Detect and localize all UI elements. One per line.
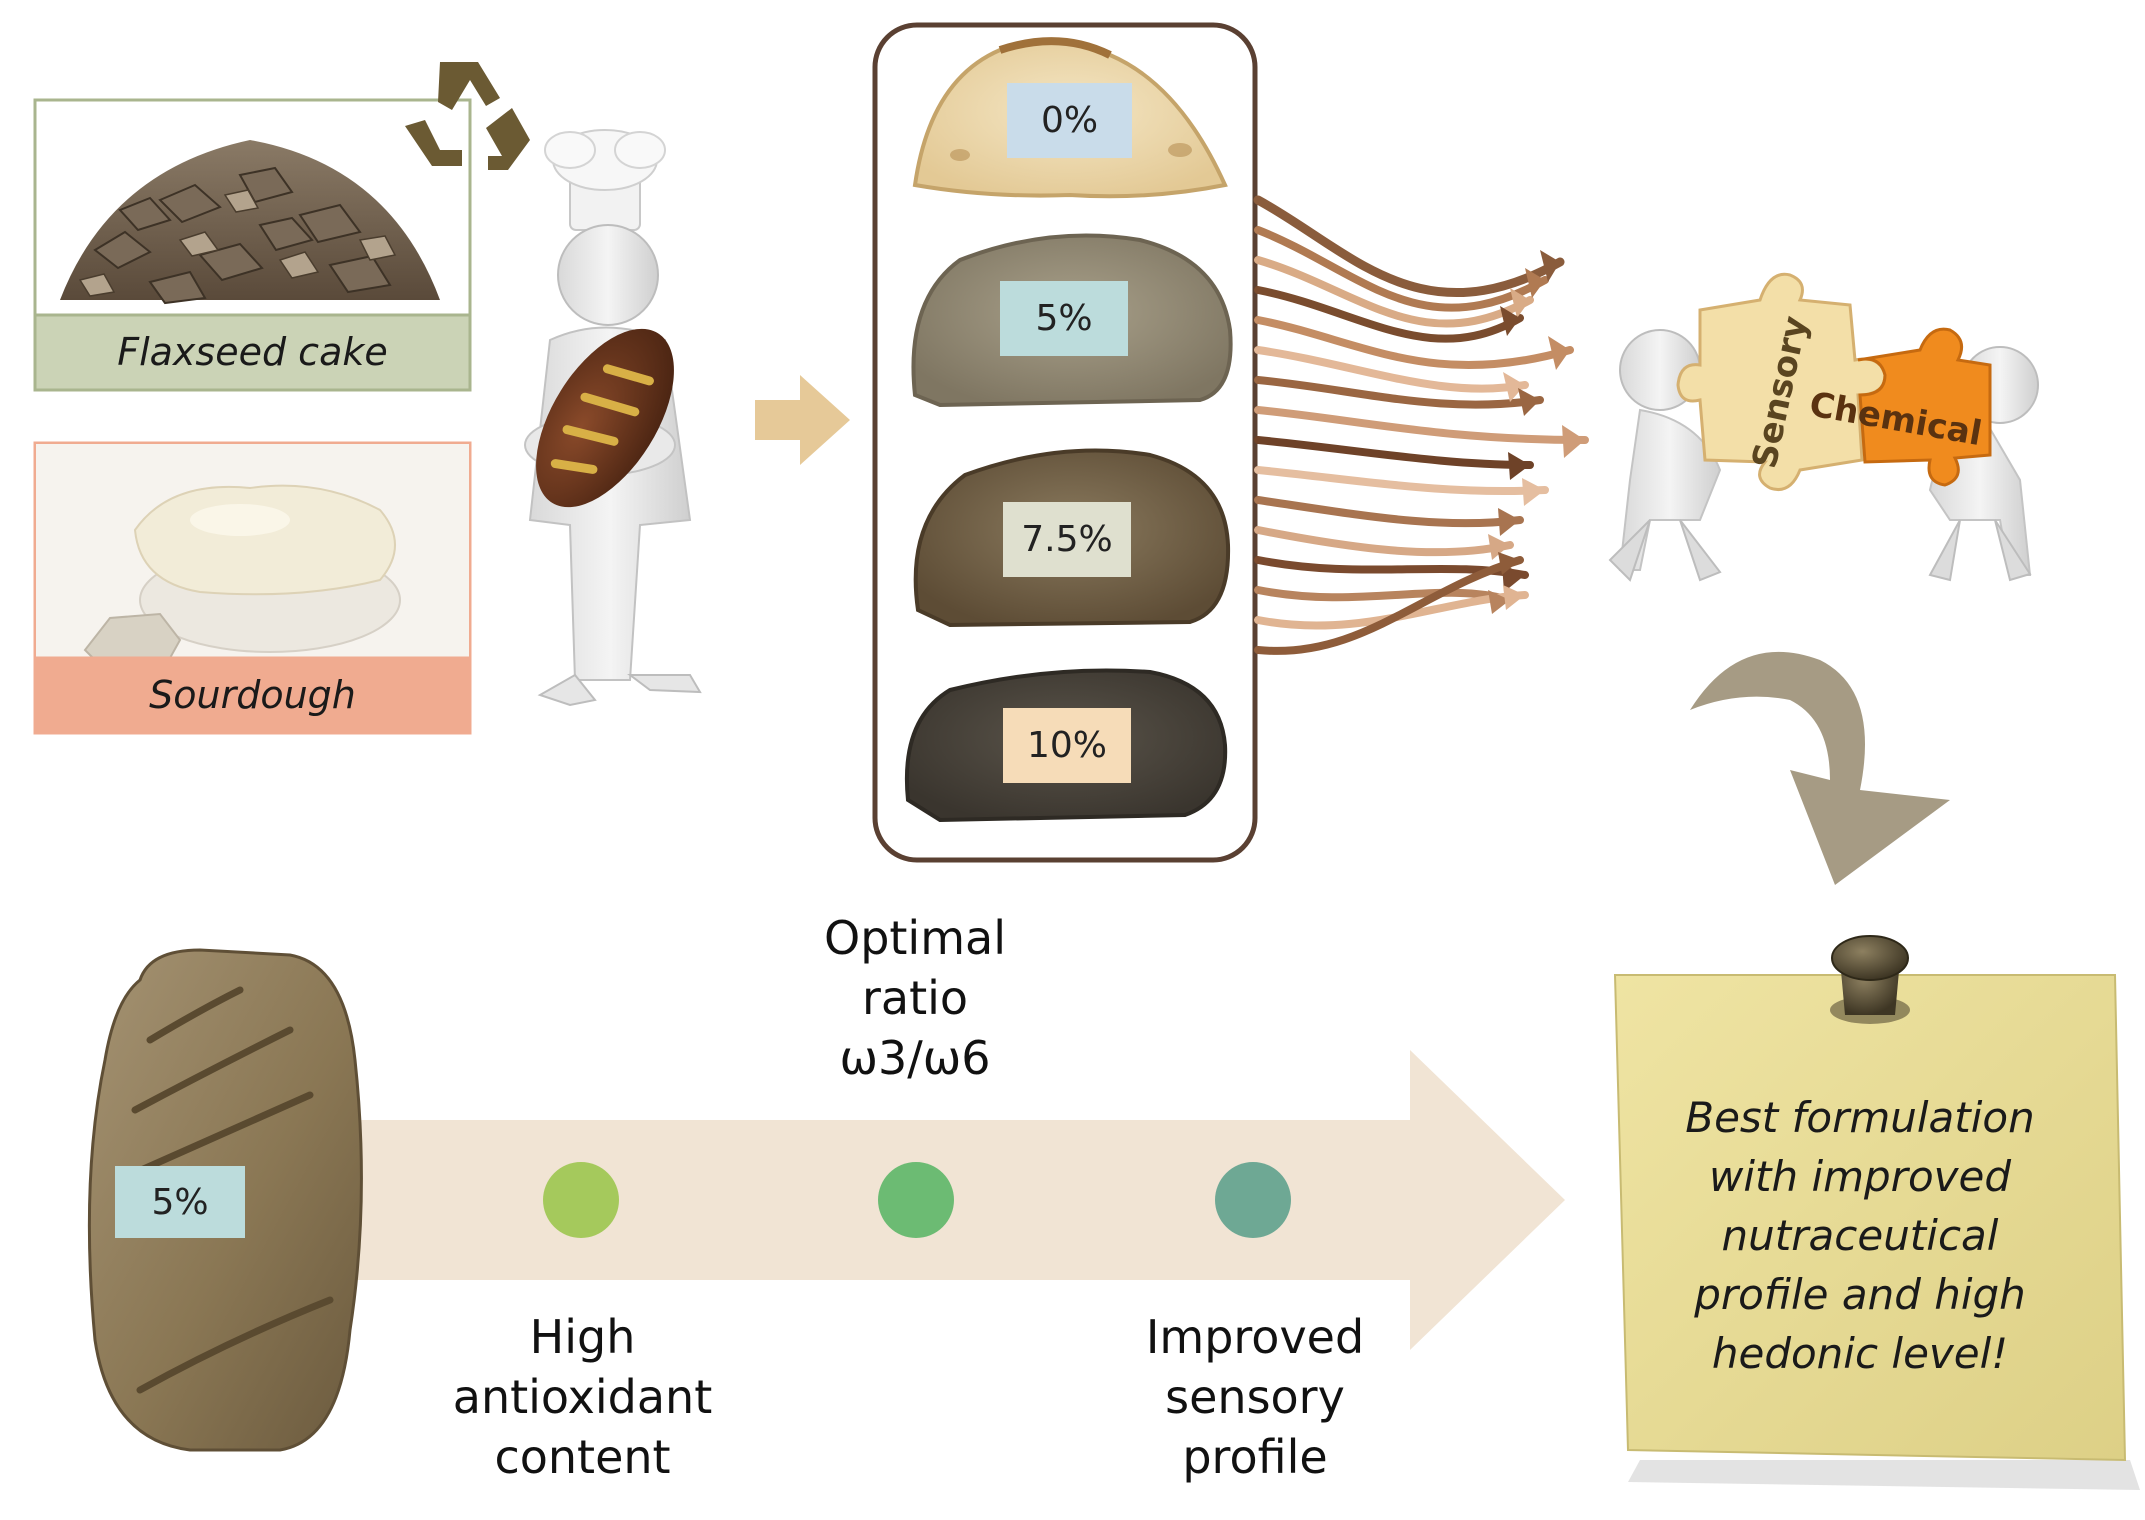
sourdough-label: Sourdough: [149, 673, 356, 717]
note-paper: [1613, 974, 2127, 1462]
caption-antioxidant-line-2: antioxidant: [452, 1370, 713, 1424]
caption-omega-line-1: Optimal: [823, 911, 1006, 965]
sourdough-bowl-image: [36, 444, 469, 662]
puzzle-piece-chemical: [1857, 327, 1992, 487]
timeline-dot-sensory: [1215, 1162, 1291, 1238]
sourdough-label-bg: [33, 656, 472, 735]
caption-antioxidant-line-3: content: [494, 1430, 671, 1484]
final-loaf-label: 5%: [115, 1166, 245, 1238]
sourdough-panel: [33, 441, 472, 735]
note-line-3: nutraceutical: [1721, 1211, 1999, 1260]
slice-label-75: 7.5%: [1003, 502, 1131, 577]
note-line-4: profile and high: [1694, 1270, 2026, 1319]
sensory-chemical-puzzle: Sensory Chemical: [1608, 272, 2039, 582]
caption-omega-ratio: Optimal ratio ω3/ω6: [760, 908, 1070, 1088]
caption-sensory-line-3: profile: [1182, 1430, 1328, 1484]
caption-sensory: Improved sensory profile: [1100, 1307, 1410, 1487]
arrowheads: [1488, 250, 1585, 614]
flaxseed-label-bg: [33, 313, 472, 392]
caption-sensory-line-1: Improved: [1145, 1310, 1365, 1364]
recycle-icon: [405, 62, 530, 170]
caption-antioxidant: High antioxidant content: [420, 1307, 745, 1487]
baker-figure: [524, 129, 702, 707]
caption-omega-line-3: ω3/ω6: [839, 1031, 991, 1085]
flaxseed-cake-panel: [33, 98, 472, 392]
slice-label-10: 10%: [1003, 708, 1131, 783]
timeline-dot-omega-ratio: [878, 1162, 954, 1238]
curved-down-arrow: [1690, 651, 1950, 885]
baker-loaf: [536, 328, 674, 508]
puzzle-piece-sensory: [1676, 272, 1887, 491]
note-line-2: with improved: [1708, 1152, 2012, 1201]
flaxseed-pile-image: [60, 140, 440, 305]
slice-label-5: 5%: [1000, 281, 1128, 356]
note-line-1: Best formulation: [1685, 1093, 2035, 1142]
bread-to-analysis-arrows: [1253, 195, 1589, 655]
timeline-dot-antioxidant: [543, 1162, 619, 1238]
caption-sensory-line-2: sensory: [1165, 1370, 1345, 1424]
conclusion-note: [1613, 935, 2140, 1490]
flaxseed-cake-label: Flaxseed cake: [117, 330, 388, 374]
caption-antioxidant-line-1: High: [529, 1310, 636, 1364]
note-line-5: hedonic level!: [1711, 1329, 2009, 1378]
caption-omega-line-2: ratio: [861, 971, 969, 1025]
note-text: Best formulation with improved nutraceut…: [1640, 1088, 2080, 1383]
process-arrow: [755, 375, 850, 465]
slice-label-0: 0%: [1007, 83, 1132, 158]
